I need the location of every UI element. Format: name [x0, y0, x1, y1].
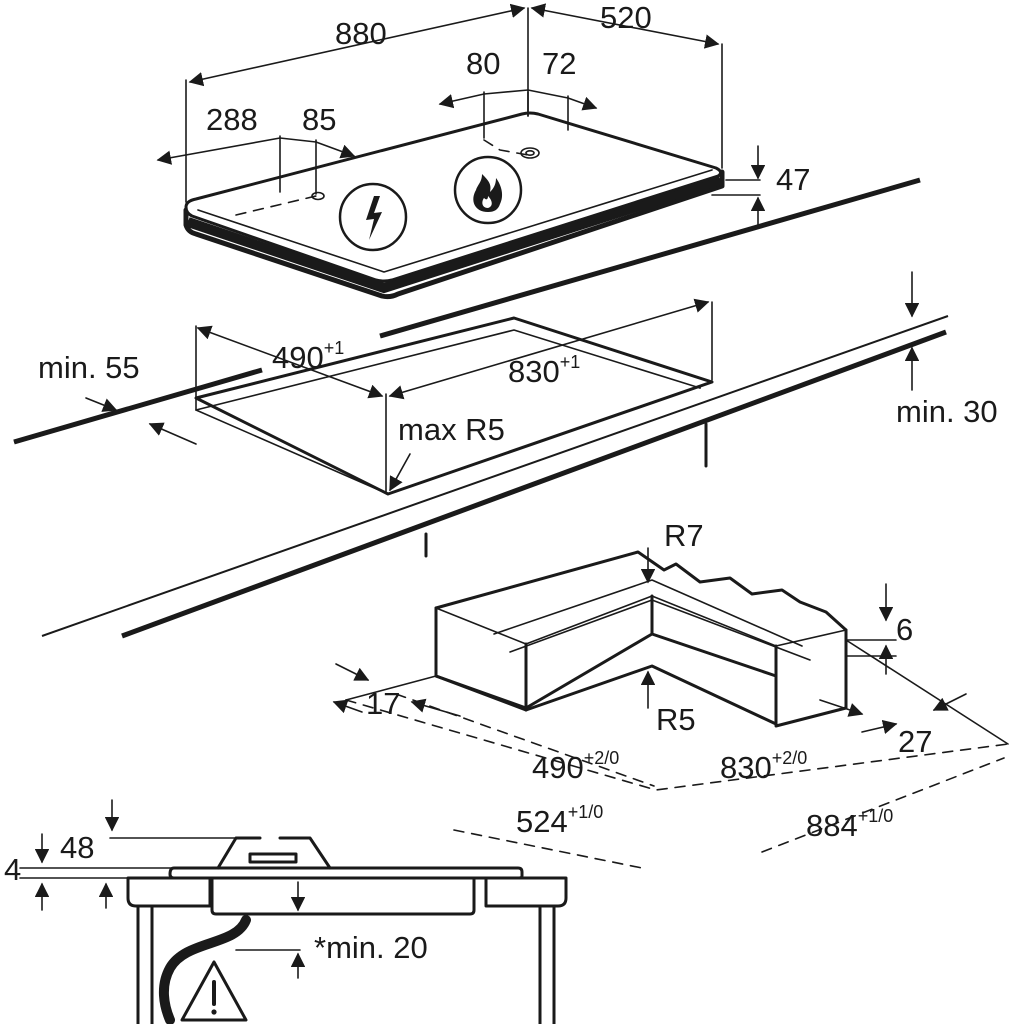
dim-72-label: 72 — [542, 46, 576, 81]
hob-plate-edge — [197, 169, 713, 273]
dim-85-label: 85 — [302, 102, 336, 137]
dim-490-cutout-label: 490+1 — [272, 338, 344, 375]
dim-288-label: 288 — [206, 102, 258, 137]
burner-cap — [248, 852, 298, 864]
flush-ext-right — [845, 639, 1009, 745]
warning-triangle-icon — [180, 960, 248, 1022]
hob-glass-section — [168, 866, 524, 880]
cable-entry-point — [311, 191, 325, 201]
flush-dash-884 — [761, 757, 1005, 853]
dim-80-72-base — [483, 89, 569, 99]
gas-connection-inner — [525, 150, 535, 157]
worktop-front-edge — [121, 329, 947, 639]
dim-27-arrow-c — [932, 693, 967, 711]
flush-bottom-edge — [524, 664, 778, 726]
section-view-drawing: 48 4 *min. 20 — [4, 799, 568, 1024]
dim-490-flush-label: 490+2/0 — [532, 748, 619, 785]
dim-48-label: 48 — [60, 830, 94, 865]
dim-6-label: 6 — [896, 612, 913, 647]
worktop-left-block — [126, 876, 212, 908]
dim-min55-arrow-a — [85, 397, 118, 412]
dim-884-label: 884+1/0 — [806, 806, 893, 843]
power-cable — [159, 915, 251, 1024]
dim-17-label: 17 — [366, 686, 400, 721]
worktop-cutout-drawing: min. 55 490+1 830+1 max R5 min. 30 — [13, 177, 998, 639]
worktop-right-block — [484, 876, 568, 908]
dim-r5-label: R5 — [656, 702, 696, 737]
hob-body-section — [210, 876, 476, 916]
dim-27-label: 27 — [898, 724, 932, 759]
flush-dash-524 — [453, 829, 643, 869]
dim-min55-arrow-b — [148, 422, 197, 445]
dim-maxr5-label: max R5 — [398, 412, 505, 447]
dim-min30-label: min. 30 — [896, 394, 998, 429]
dim-830-cutout-line — [388, 298, 710, 400]
dim-maxr5-arrow — [389, 453, 411, 492]
worktop-left-edge — [13, 411, 121, 443]
dim-47-label: 47 — [776, 162, 810, 197]
dim-17-arrow-c — [410, 698, 461, 717]
flush-detail-drawing: R7 R5 6 17 27 490+2/0 830+2/0 524+1/0 88… — [332, 518, 1009, 869]
worktop-front-top — [41, 315, 949, 637]
dim-85-line — [279, 137, 356, 159]
dim-830-flush-label: 830+2/0 — [720, 748, 807, 785]
flush-ext-left — [345, 675, 437, 701]
dim-min55-label: min. 55 — [38, 350, 140, 385]
dim-520-label: 520 — [600, 0, 652, 35]
dim-27-arrow-a — [819, 699, 864, 717]
hob-top-plate — [184, 111, 723, 283]
dim-524-label: 524+1/0 — [516, 802, 603, 839]
dim-880-label: 880 — [335, 16, 387, 51]
hob-bottom-edge — [183, 169, 725, 300]
hob-base-thick — [186, 175, 722, 294]
dim-4-label: 4 — [4, 852, 21, 887]
lightning-bolt-icon — [338, 182, 408, 252]
hob-dash-left — [235, 195, 317, 216]
hob-dash-right — [483, 139, 529, 156]
dim-17-arrow-b — [332, 699, 363, 714]
hob-drawing: 880 520 80 72 288 85 47 — [156, 0, 810, 300]
dim-520-line — [530, 3, 720, 49]
dim-80-line — [438, 93, 485, 109]
dim-17-arrow-a — [335, 663, 370, 681]
dim-830-cutout-label: 830+1 — [508, 352, 580, 389]
dim-80-label: 80 — [466, 46, 500, 81]
flame-icon — [453, 155, 523, 225]
dim-288-line — [156, 137, 281, 165]
dim-490-cutout-line — [196, 325, 384, 399]
dim-min20-label: *min. 20 — [314, 930, 428, 965]
dim-27-arrow-b — [861, 719, 898, 734]
flush-block-body — [434, 550, 848, 728]
dim-880-line — [188, 3, 526, 87]
flush-dash-outer — [345, 699, 1009, 791]
cabinet-right-side — [538, 904, 556, 1024]
gas-connection-point — [520, 147, 540, 159]
dim-r7-label: R7 — [664, 518, 704, 553]
dim-72-line — [567, 96, 598, 111]
cabinet-left-side — [136, 904, 154, 1024]
